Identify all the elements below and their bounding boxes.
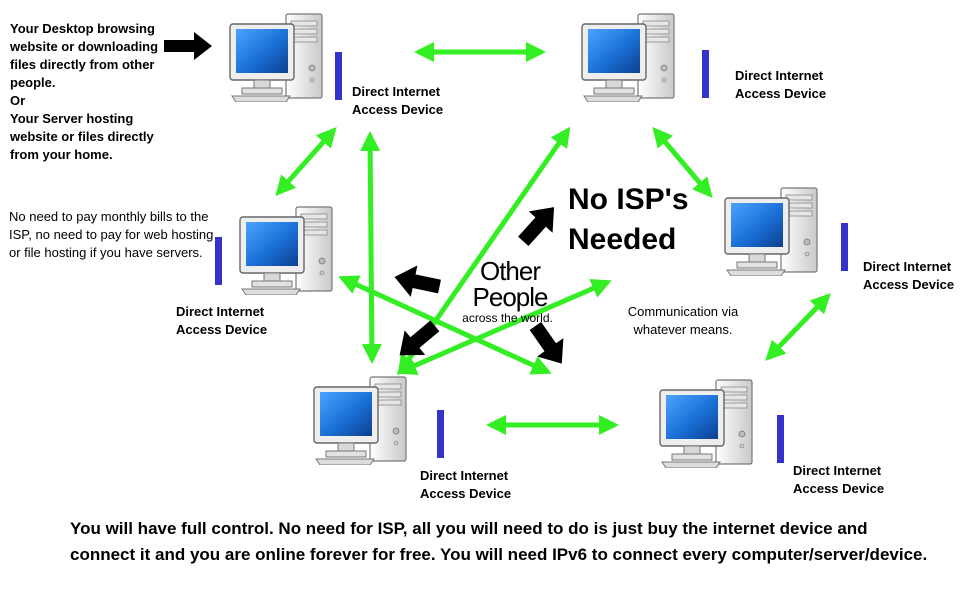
desktop-server-note: Your Desktop browsing website or downloa…	[10, 21, 159, 162]
internet-device-bar	[702, 50, 709, 98]
connection-arrows	[275, 42, 831, 435]
no-isp-heading: No ISP's Needed	[568, 183, 689, 256]
connection-arrow	[360, 131, 382, 364]
internet-device-bar	[437, 410, 444, 458]
computer-icon	[229, 13, 323, 102]
black-arrow	[518, 207, 555, 247]
footer-summary: You will have full control. No need for …	[70, 519, 928, 564]
internet-device-bar	[777, 415, 784, 463]
black-arrow	[529, 321, 564, 364]
black-arrow	[399, 320, 440, 356]
computer-icon	[659, 379, 753, 468]
pointer-arrows	[164, 32, 564, 364]
internet-device-bar	[335, 52, 342, 100]
connection-arrow	[765, 293, 831, 361]
computer-icon	[239, 206, 333, 295]
black-arrow	[164, 32, 212, 60]
connection-arrow	[652, 126, 713, 199]
device-label: Direct Internet Access Device	[735, 68, 827, 101]
communication-note: Communication via whatever means.	[627, 304, 739, 337]
no-pay-note: No need to pay monthly bills to the ISP,…	[9, 209, 214, 260]
other-people-label: Other People	[472, 256, 549, 312]
across-world-label: across the world.	[462, 311, 553, 325]
computer-icon	[581, 13, 675, 102]
device-label: Direct Internet Access Device	[420, 468, 512, 501]
device-label: Direct Internet Access Device	[176, 304, 268, 337]
connection-arrow	[275, 127, 337, 196]
internet-device-bar	[215, 237, 222, 285]
device-label: Direct Internet Access Device	[793, 463, 885, 496]
connection-arrow	[396, 279, 612, 375]
device-label: Direct Internet Access Device	[863, 259, 955, 292]
computer-icon	[313, 376, 407, 465]
black-arrow	[394, 265, 441, 297]
device-label: Direct Internet Access Device	[352, 84, 444, 117]
computer-icon	[724, 187, 818, 276]
internet-device-bar	[841, 223, 848, 271]
